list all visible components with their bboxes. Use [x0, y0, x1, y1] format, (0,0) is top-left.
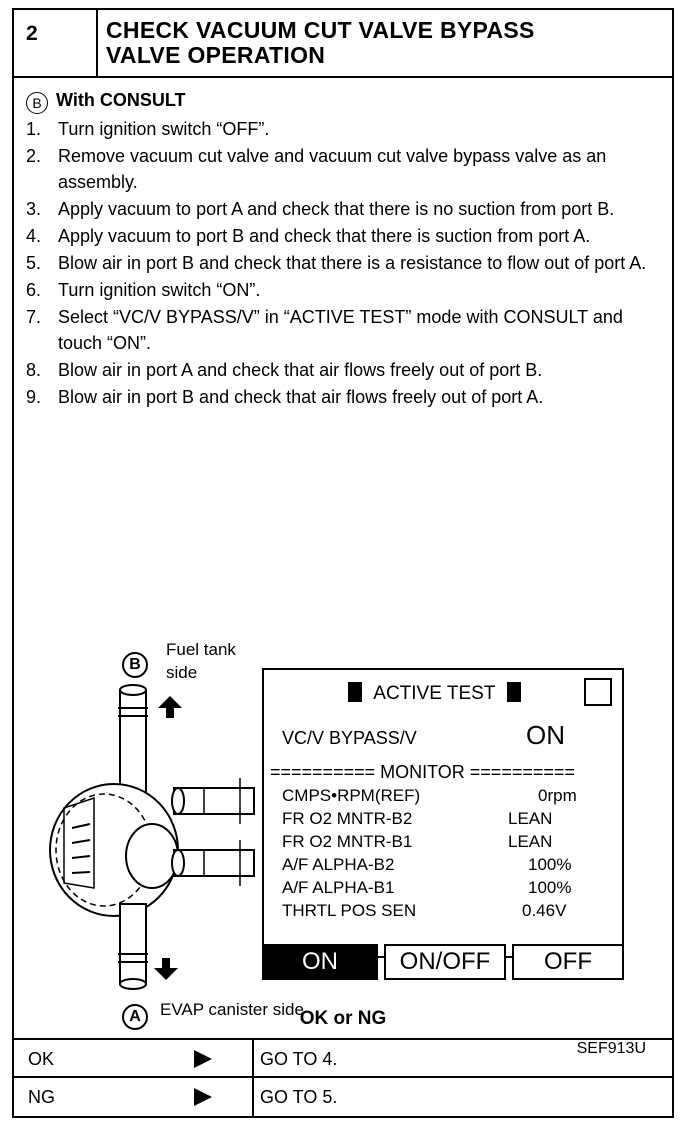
result-action: GO TO 4.	[260, 1049, 338, 1069]
port-a-label: EVAP canister side	[160, 1000, 304, 1019]
monitor-item-value: 100%	[528, 855, 572, 874]
consult-label: With CONSULT	[56, 90, 186, 110]
arrow-down-icon	[154, 958, 178, 980]
monitor-row: FR O2 MNTR-B2 LEAN	[282, 809, 612, 832]
screen-header-label: ACTIVE TEST	[373, 683, 496, 704]
step-number: 2	[26, 22, 38, 45]
consult-icon: B	[26, 92, 48, 114]
step-item-text: Apply vacuum to port B and check that th…	[58, 226, 591, 246]
step-item-number: 3.	[26, 199, 42, 219]
monitor-item-name: CMPS•RPM(REF)	[282, 786, 421, 805]
valve-diagram: B Fuel tank side A EVAP canister side AC…	[14, 638, 672, 1057]
monitor-item-name: A/F ALPHA-B1	[282, 878, 395, 897]
step-item-number: 4.	[26, 226, 42, 246]
on-off-button[interactable]: ON/OFF	[384, 944, 506, 980]
step-item-text: Blow air in port A and check that air fl…	[58, 360, 543, 380]
valve-illustration	[49, 684, 255, 990]
step-item-number: 5.	[26, 253, 42, 273]
step-item-text: Blow air in port B and check that air fl…	[58, 387, 544, 407]
result-row-ng: NG GO TO 5.	[14, 1078, 672, 1116]
result-row-ok: OK GO TO 4.	[14, 1040, 672, 1078]
on-button[interactable]: ON	[262, 944, 378, 980]
monitor-row: A/F ALPHA-B1 100%	[282, 878, 612, 901]
step-item-number: 1.	[26, 119, 42, 139]
monitor-item-name: FR O2 MNTR-B2	[282, 809, 413, 828]
step-item-number: 7.	[26, 307, 42, 327]
header-divider	[96, 10, 98, 76]
step-item-text: Select “VC/V BYPASS/V” in “ACTIVE TEST” …	[58, 307, 623, 353]
result-table: OK GO TO 4. NG GO TO 5.	[14, 1038, 672, 1116]
step-item-text: Turn ignition switch “ON”.	[58, 280, 261, 300]
monitor-row: THRTL POS SEN 0.46V	[282, 901, 612, 924]
square-icon	[348, 682, 362, 702]
screen-header: ACTIVE TEST	[348, 682, 521, 705]
screen-checkbox-icon[interactable]	[584, 678, 612, 706]
monitor-item-value: LEAN	[508, 809, 553, 828]
off-button[interactable]: OFF	[512, 944, 624, 980]
monitor-row: CMPS•RPM(REF) 0rpm	[282, 786, 612, 809]
result-action: GO TO 5.	[260, 1087, 338, 1107]
step-item: 1. Turn ignition switch “OFF”.	[26, 116, 656, 142]
arrow-up-icon	[158, 696, 182, 718]
arrow-right-icon	[194, 1088, 212, 1106]
step-item-text: Turn ignition switch “OFF”.	[58, 119, 270, 139]
consult-screen: ACTIVE TEST VC/V BYPASS/V ON ========== …	[262, 668, 624, 958]
step-item: 8. Blow air in port A and check that air …	[26, 357, 656, 383]
square-icon	[506, 682, 521, 702]
column-divider	[252, 1078, 254, 1116]
step-list: 1. Turn ignition switch “OFF”. 2. Remove v…	[26, 116, 656, 411]
monitor-item-value: 0.46V	[522, 901, 567, 920]
monitor-label: ========== MONITOR ==========	[270, 762, 575, 782]
step-item-number: 6.	[26, 280, 42, 300]
port-a-marker: A	[122, 1004, 148, 1030]
result-label: OK	[28, 1049, 55, 1069]
step-item: 3. Apply vacuum to port A and check that …	[26, 196, 656, 222]
step-item: 4. Apply vacuum to port B and check that …	[26, 223, 656, 249]
monitor-item-name: THRTL POS SEN	[282, 901, 417, 920]
monitor-item-name: A/F ALPHA-B2	[282, 855, 395, 874]
test-item-name: VC/V BYPASS/V	[282, 728, 417, 748]
port-b-label: Fuel tank side	[166, 640, 236, 682]
arrow-right-icon	[194, 1050, 212, 1068]
test-item-value: ON	[526, 720, 565, 750]
step-title: CHECK VACUUM CUT VALVE BYPASS VALVE OPER…	[106, 17, 535, 68]
step-item: 9. Blow air in port B and check that air …	[26, 384, 656, 410]
step-header: 2 CHECK VACUUM CUT VALVE BYPASS VALVE OP…	[14, 10, 672, 78]
monitor-item-value: LEAN	[508, 832, 553, 851]
monitor-item-value: 0rpm	[538, 786, 577, 805]
monitor-row: FR O2 MNTR-B1 LEAN	[282, 832, 612, 855]
step-item: 7. Select “VC/V BYPASS/V” in “ACTIVE TEST…	[26, 304, 656, 356]
figure-id: SEF913U	[576, 1040, 646, 1057]
consult-heading: B With CONSULT	[26, 90, 185, 114]
step-item-text: Blow air in port B and check that there …	[58, 253, 647, 273]
step-item-number: 8.	[26, 360, 42, 380]
step-item: 2. Remove vacuum cut valve and vacuum cut…	[26, 143, 656, 195]
result-prompt: OK or NG	[299, 1008, 387, 1029]
step-item-number: 2.	[26, 146, 42, 166]
step-item: 6. Turn ignition switch “ON”.	[26, 277, 656, 303]
step-item: 5. Blow air in port B and check that ther…	[26, 250, 656, 276]
step-item-number: 9.	[26, 387, 42, 407]
monitor-item-name: FR O2 MNTR-B1	[282, 832, 413, 851]
monitor-row: A/F ALPHA-B2 100%	[282, 855, 612, 878]
result-label: NG	[28, 1087, 55, 1107]
procedure-frame: 2 CHECK VACUUM CUT VALVE BYPASS VALVE OP…	[12, 8, 674, 1118]
column-divider	[252, 1040, 254, 1076]
step-item-text: Remove vacuum cut valve and vacuum cut v…	[58, 146, 607, 192]
step-item-text: Apply vacuum to port A and check that th…	[58, 199, 615, 219]
port-b-marker: B	[122, 652, 148, 678]
monitor-item-value: 100%	[528, 878, 572, 897]
